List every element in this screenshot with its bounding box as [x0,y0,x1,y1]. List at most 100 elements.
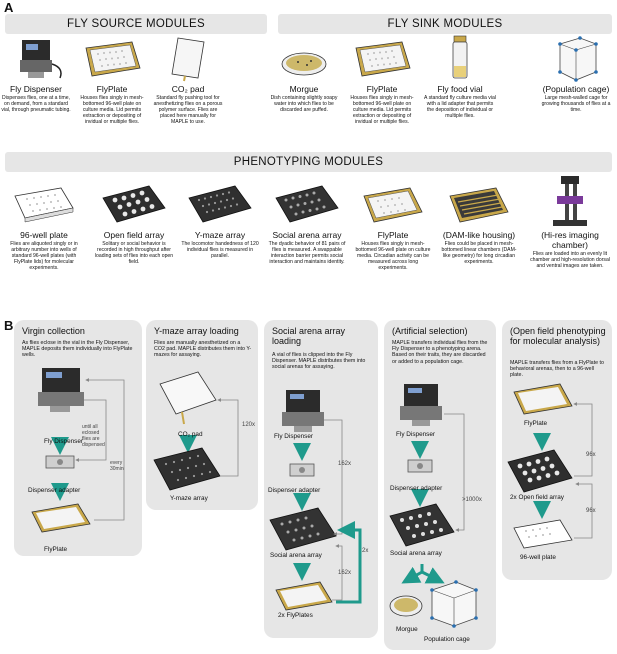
module-title: CO₂ pad [171,84,205,94]
module-desc: Houses flies singly in mesh-bottomed 96-… [355,241,431,272]
flyplate-icon [275,581,333,611]
module-title: (Hi-res imaging chamber) [541,230,599,250]
module-title: Y-maze array [194,230,246,240]
96-well-plate-icon [14,187,74,223]
population-cage-icon [558,36,598,82]
workflow-title: (Artificial selection) [392,326,468,336]
count-96x-bottom: 96x [586,508,596,514]
module-desc: Dish containing slightly soapy water int… [270,95,338,114]
module-desc: The dyadic behavior of 81 pairs of flies… [268,241,346,266]
flyplate-icon [513,383,573,415]
count-2x: 2x [362,548,369,554]
count-96x-top: 96x [586,452,596,458]
module-population-cage: (Population cage) Large mesh-walled cage… [540,34,612,113]
module-morgue: Morgue Dish containing slightly soapy wa… [268,34,340,113]
module-title: 96-well plate [20,230,68,240]
module-desc: Standard fly pushing tool for anesthetiz… [153,95,223,126]
y-maze-diagram [153,371,239,491]
social-arena-diagram [269,390,362,611]
module-flyplate: FlyPlate Houses flies singly in mesh-bot… [76,34,148,125]
label-2x-flyplates: 2x FlyPlates [278,612,313,619]
label-morgue: Morgue [396,626,418,633]
module-desc: A standard fly culture media vial with a… [424,95,496,120]
dispenser-adapter-icon [45,455,75,469]
dispenser-adapter-icon [289,463,315,477]
workflow-title: (Open field phenotyping for molecular an… [510,326,606,346]
module-title: Open field array [103,230,165,240]
flyplate-icon [85,41,141,77]
y-maze-array-icon [188,185,252,223]
label-flyplate: FlyPlate [524,420,548,427]
module-desc: Large mesh-walled cage for growing thous… [541,95,611,114]
y-maze-array-icon [153,447,221,491]
fly-source-banner: FLY SOURCE MODULES [5,14,267,34]
open-field-diagram [507,383,593,549]
fly-dispenser-icon [282,390,324,432]
module-title: Fly food vial [437,84,483,94]
flyplate-icon [363,187,423,223]
morgue-icon [281,52,327,76]
flow-arrow [421,567,445,584]
dispenser-adapter-icon [407,459,433,473]
open-field-array-icon [507,449,573,493]
module-hi-res-imaging-chamber: (Hi-res imaging chamber) Flies are loade… [528,176,612,269]
workflow-title: Social arena array loading [272,326,346,346]
label-social-arena-array: Social arena array [270,552,322,559]
co2-pad-icon [159,371,217,425]
count-162x-bottom: 162x [338,570,352,576]
label-dispenser-adapter: Dispenser adapter [268,487,321,494]
label-population-cage: Population cage [424,636,470,643]
module-title: Social arena array [272,230,342,240]
panel-a-letter: A [4,0,14,15]
fly-dispenser-icon [38,368,84,412]
social-arena-array-icon [389,503,455,547]
flow-arrow [336,521,362,604]
module-fly-dispenser: Fly Dispenser Dispenses flies, one at a … [0,34,72,113]
module-dam-like-housing: (DAM-like housing) Flies could be placed… [438,176,520,265]
label-fly-dispenser: Fly Dispenser [274,433,314,440]
label-co2-pad: CO₂ pad [178,431,203,438]
workflow-desc: A vial of flies is clipped into the Fly … [272,352,366,371]
96-well-plate-icon [513,519,573,549]
panel-b-letter: B [4,318,14,333]
module-title: FlyPlate [366,84,398,94]
open-field-array-icon [102,185,166,223]
module-desc: Flies are loaded into an evenly lit cham… [530,251,610,270]
loop-until-text: until all eclosed flies are dispensed [82,424,105,448]
fly-sink-banner: FLY SINK MODULES [278,14,612,34]
module-desc: Solitary or social behavior is recorded … [94,241,174,266]
dam-like-housing-icon [449,187,509,223]
module-title: Morgue [289,84,319,94]
flow-arrow [401,564,424,584]
flyplate-icon [355,41,411,77]
module-desc: Houses flies singly in mesh-bottomed 96-… [350,95,414,126]
fly-dispenser-icon [20,40,62,79]
phenotyping-banner: PHENOTYPING MODULES [5,152,612,172]
module-social-arena-array: Social arena array The dyadic behavior o… [266,176,348,265]
label-96-well-plate: 96-well plate [520,554,556,561]
module-fly-food-vial: Fly food vial A standard fly culture med… [424,34,496,119]
workflow-desc: Flies are manually anesthetized on a CO2… [154,340,252,359]
fly-dispenser-icon [400,384,442,426]
social-arena-array-icon [269,507,337,551]
label-2x-open-field-array: 2x Open field array [510,494,564,501]
module-96-well-plate: 96-well plate Flies are aliquoted singly… [4,176,84,271]
hi-res-imaging-chamber-icon [553,176,587,226]
label-dispenser-adapter: Dispenser adapter [28,487,81,494]
module-title: Fly Dispenser [10,84,62,94]
co2-pad-icon [171,37,205,82]
module-title: (Population cage) [542,84,610,94]
label-dispenser-adapter: Dispenser adapter [390,485,443,492]
label-social-arena-array: Social arena array [390,550,442,557]
loop-every-text: every 30min [110,460,124,472]
module-title: (DAM-like housing) [442,230,516,240]
count-120x: 120x [242,422,256,428]
module-flyplate-phenotyping: FlyPlate Houses flies singly in mesh-bot… [354,176,432,271]
artificial-selection-diagram [389,384,478,628]
module-flyplate-sink: FlyPlate Houses flies singly in mesh-bot… [346,34,418,125]
population-cage-icon [430,580,478,628]
module-desc: Flies could be placed in mesh-bottomed l… [441,241,517,266]
module-title: FlyPlate [377,230,409,240]
workflow-desc: MAPLE transfers individual flies from th… [392,340,488,365]
label-fly-dispenser: Fly Dispenser [396,431,436,438]
